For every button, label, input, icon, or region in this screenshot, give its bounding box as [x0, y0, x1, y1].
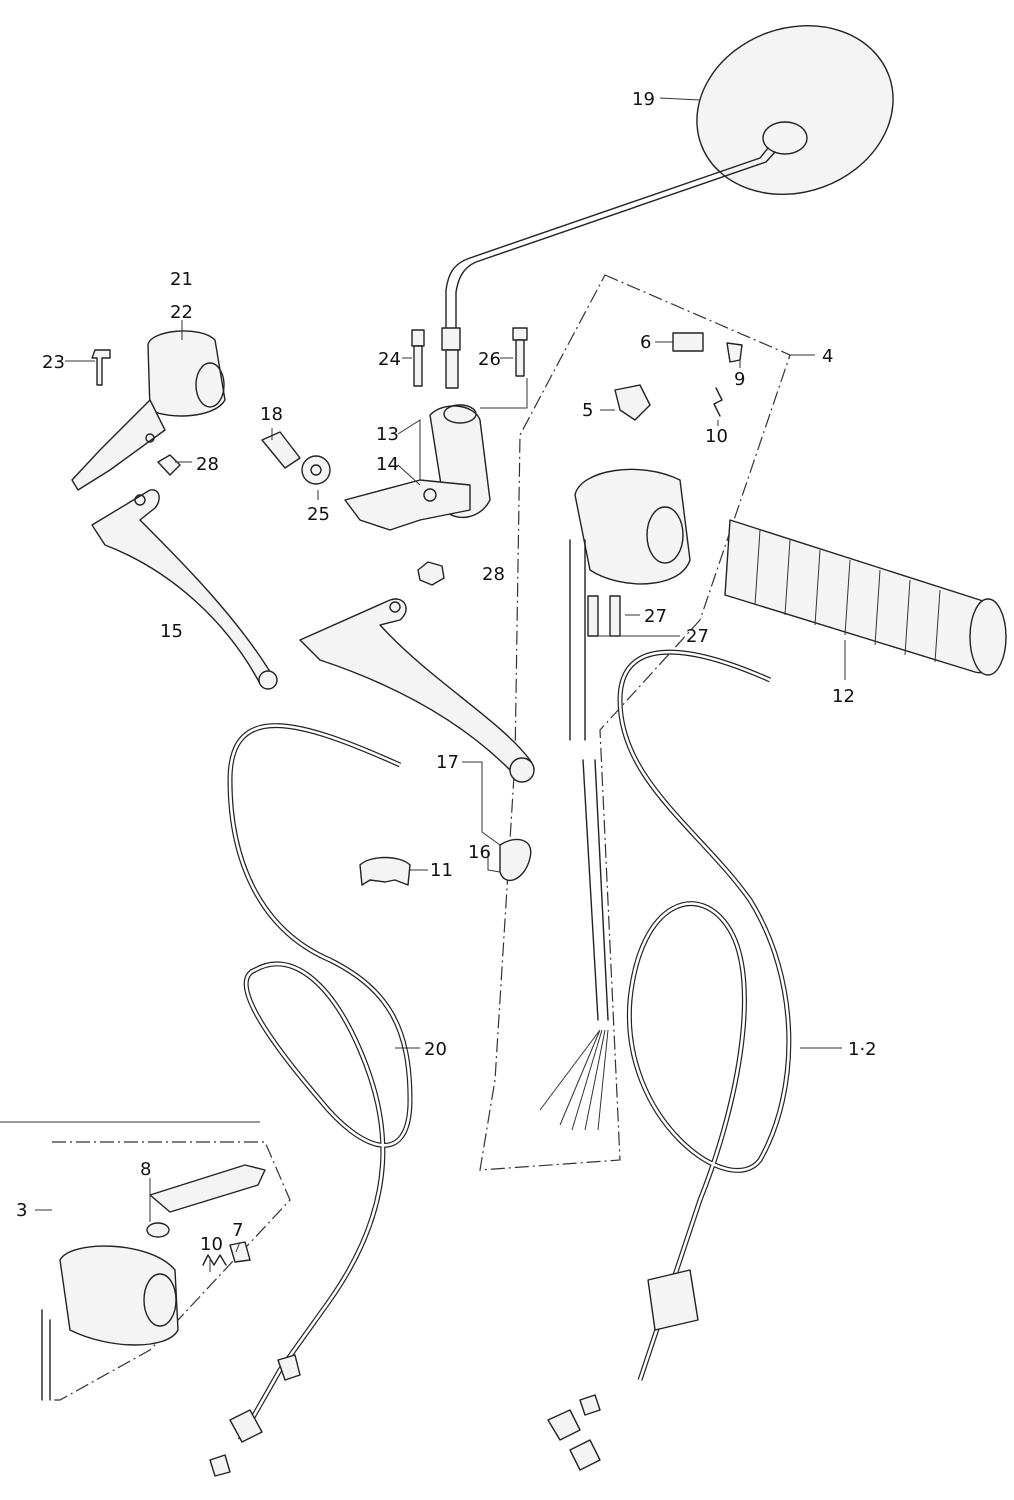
- callout-23: 23: [42, 352, 65, 373]
- callout-3: 3: [16, 1200, 27, 1221]
- choke-lever-holder: [71, 330, 226, 491]
- cable-20: [227, 723, 413, 1442]
- callout-21: 21: [170, 269, 193, 290]
- callout-9: 9: [734, 369, 745, 390]
- adjuster-parts: [157, 431, 445, 586]
- callout-7: 7: [232, 1220, 243, 1241]
- callout-16: 16: [468, 842, 491, 863]
- callout-14: 14: [376, 454, 399, 475]
- lever-17: [299, 598, 535, 783]
- callout-26: 26: [478, 349, 501, 370]
- lever-bracket: [344, 327, 528, 531]
- callout-18: 18: [260, 404, 283, 425]
- callout-28-lower: 28: [482, 564, 505, 585]
- switch-housing: [539, 332, 743, 1131]
- callout-4: 4: [822, 346, 833, 367]
- callout-10-upper: 10: [705, 426, 728, 447]
- callout-11: 11: [430, 860, 453, 881]
- callout-12: 12: [832, 686, 855, 707]
- callout-25: 25: [307, 504, 330, 525]
- small-parts: [359, 838, 532, 886]
- leader-lines: [35, 97, 846, 1272]
- callout-6: 6: [640, 332, 651, 353]
- callout-labels: 19 21 22 23 28 18 25 13 14 24 26 28 6 9 …: [16, 89, 877, 1255]
- callout-27-lower: 27: [686, 626, 709, 647]
- callout-27-upper: 27: [644, 606, 667, 627]
- callout-13: 13: [376, 424, 399, 445]
- callout-24: 24: [378, 349, 401, 370]
- cable-1-2: [547, 649, 792, 1471]
- callout-10-lower: 10: [200, 1234, 223, 1255]
- mirror: [441, 24, 894, 389]
- callout-22: 22: [170, 302, 193, 323]
- grip: [724, 519, 1007, 676]
- cable-20-fittings: [209, 1354, 301, 1477]
- callout-15: 15: [160, 621, 183, 642]
- callout-8: 8: [140, 1159, 151, 1180]
- callout-1-2: 1·2: [848, 1039, 877, 1060]
- callout-5: 5: [582, 400, 593, 421]
- callout-28-upper: 28: [196, 454, 219, 475]
- callout-19: 19: [632, 89, 655, 110]
- callout-17: 17: [436, 752, 459, 773]
- group-outline-4: [479, 274, 791, 1171]
- callout-20: 20: [424, 1039, 447, 1060]
- lever-15: [91, 489, 278, 690]
- switch-group-3: [0, 1121, 291, 1401]
